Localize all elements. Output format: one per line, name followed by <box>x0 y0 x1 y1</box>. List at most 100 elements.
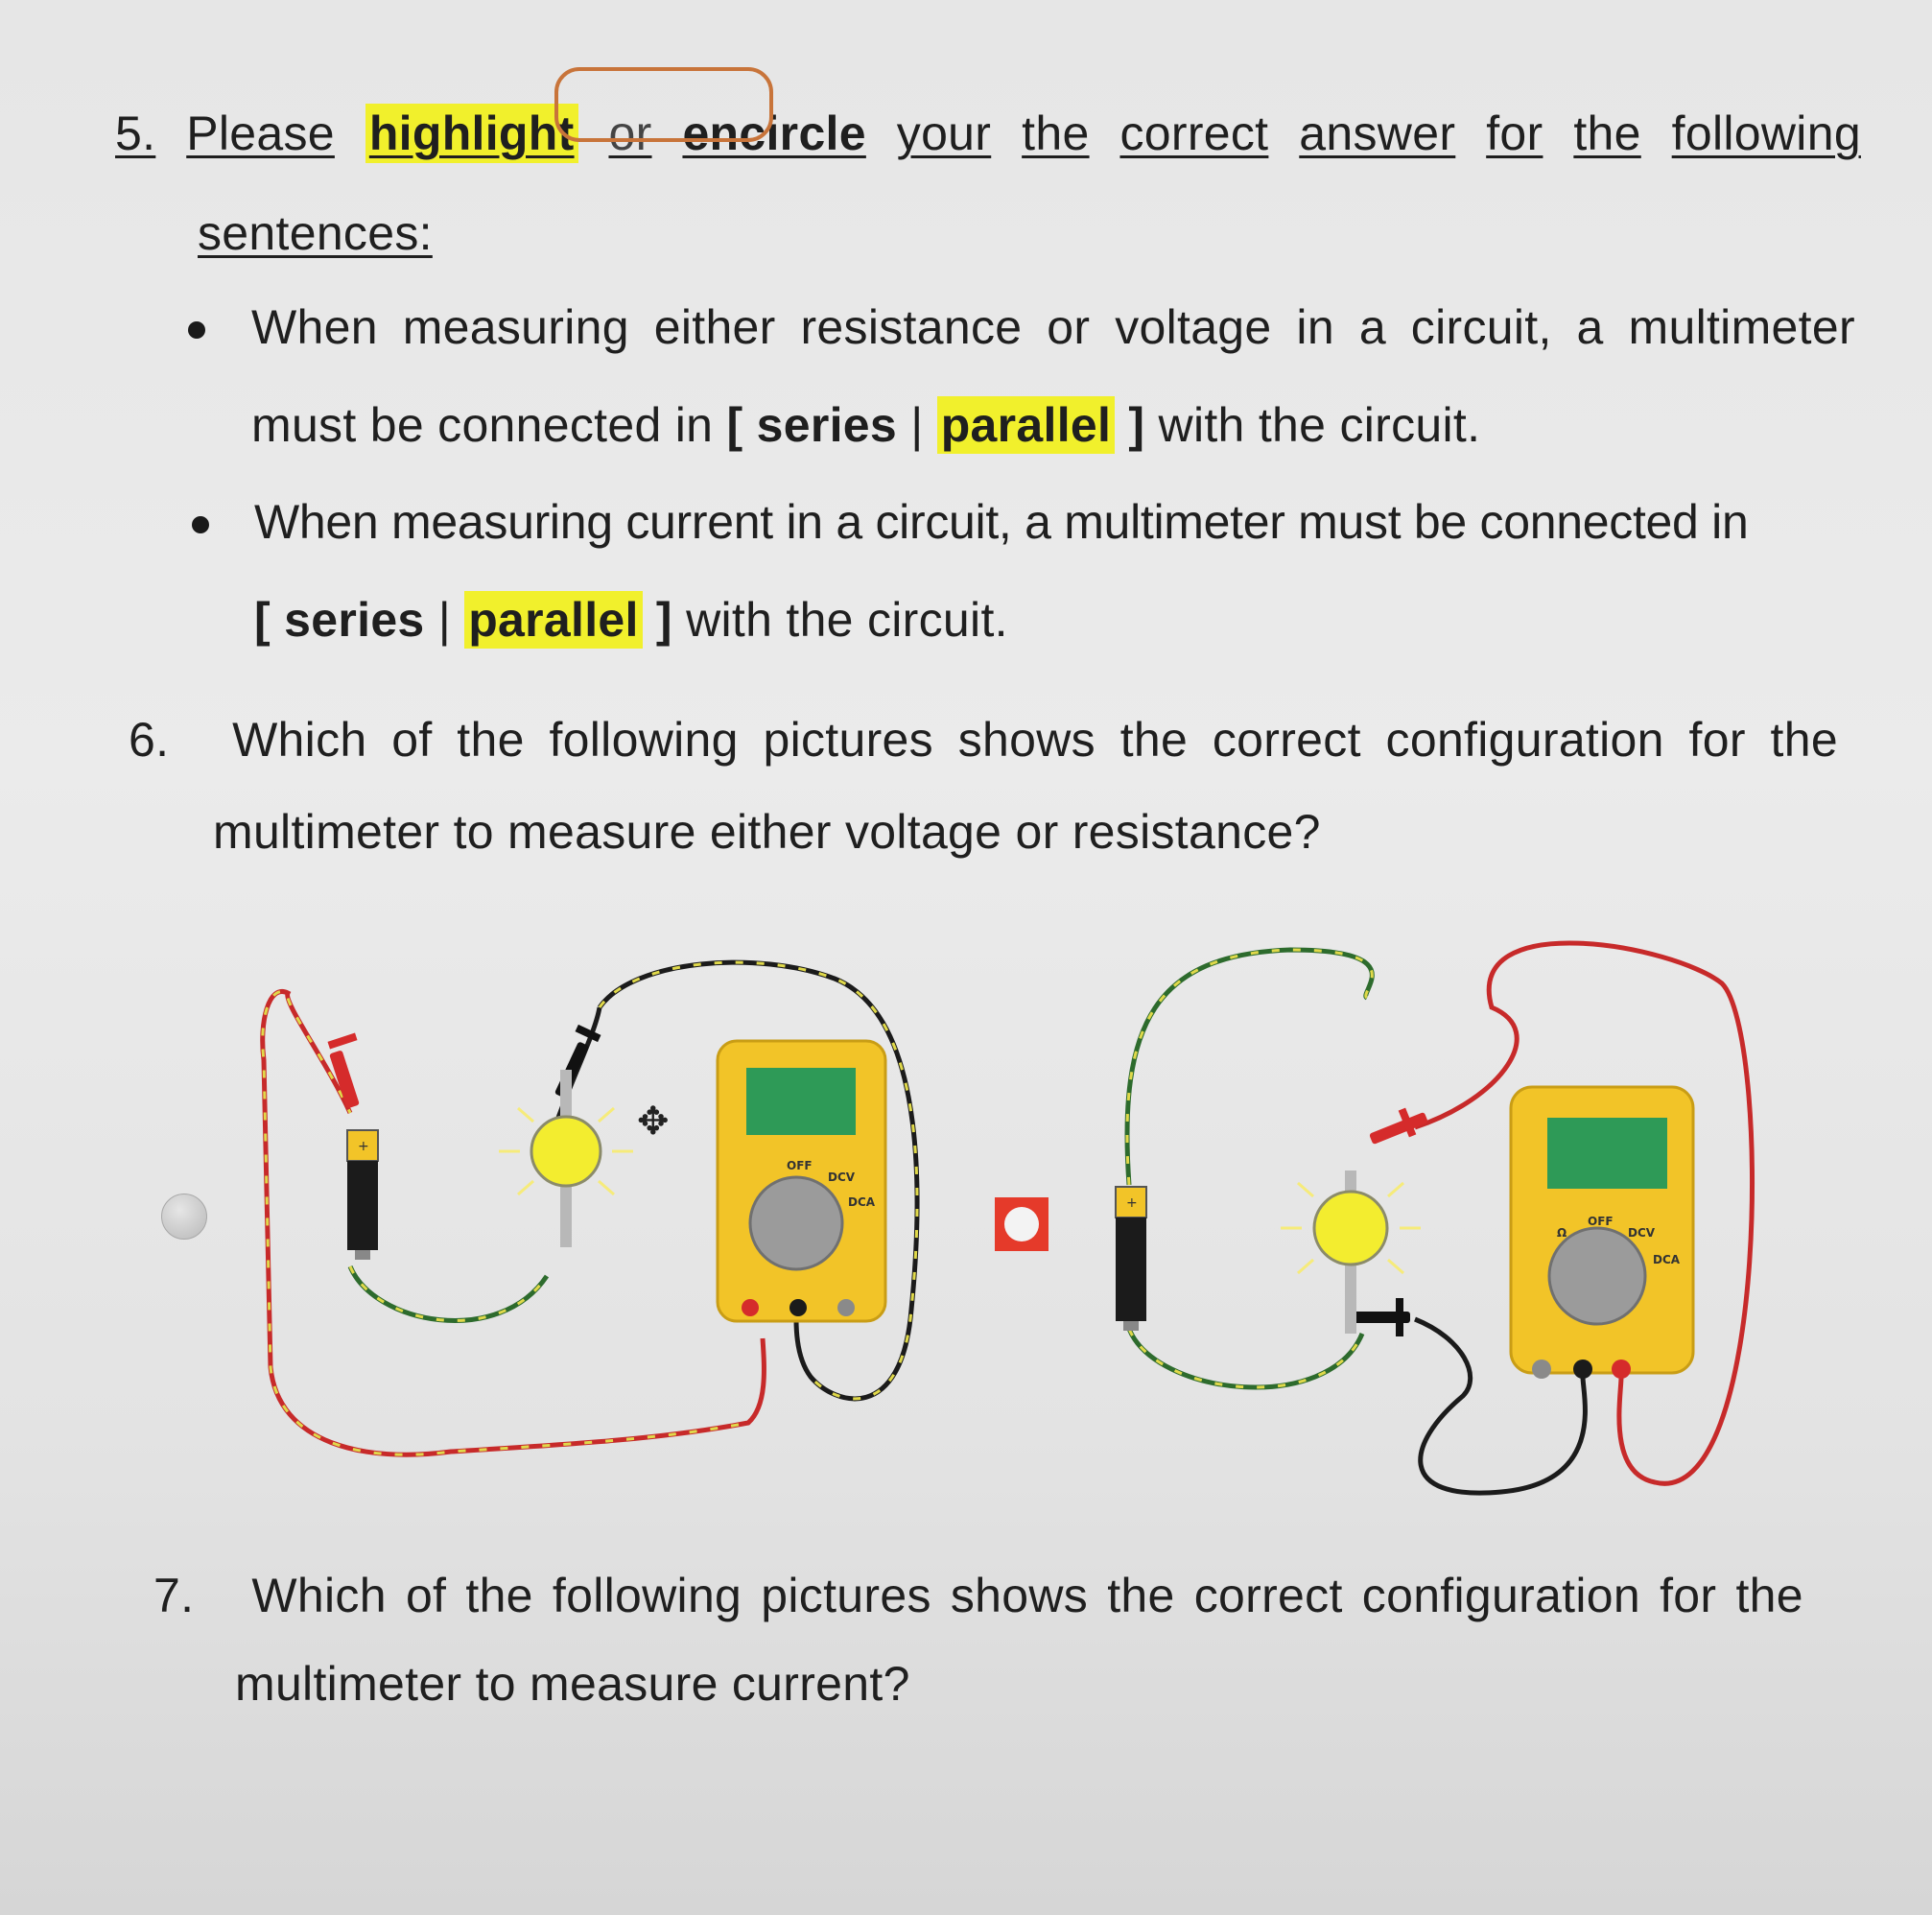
q5-line2: sentences: <box>198 206 433 260</box>
q5-number: 5. <box>115 106 156 160</box>
word: or <box>1047 300 1091 354</box>
word: the <box>1107 1569 1175 1622</box>
move-cursor-icon: ✥ <box>637 1100 670 1143</box>
green-loop-wire <box>1124 947 1375 1390</box>
q6-line1: 6. Which of the following pictures shows… <box>129 712 1838 768</box>
light-bulb-icon <box>499 1070 633 1247</box>
bracket-open: [ <box>254 593 285 647</box>
word: for <box>1660 1569 1717 1622</box>
q7-line1: 7. Which of the following pictures shows… <box>153 1568 1803 1623</box>
dial-label-off: OFF <box>1588 1215 1614 1228</box>
q5-word-highlight: highlight <box>365 104 578 163</box>
q5-word: following <box>1671 106 1861 160</box>
bracket-close: ] <box>642 593 672 647</box>
multimeter-icon: OFF DCV DCA Ω <box>1509 1085 1695 1379</box>
q5-word: the <box>1022 106 1090 160</box>
circuit-diagram-option-b: + OFF DCV DCA Ω <box>1115 940 1755 1496</box>
bracket-close: ] <box>1115 398 1145 452</box>
sentence-text: must be connected in <box>251 398 727 452</box>
word: shows <box>950 1569 1089 1622</box>
dial-label-dca: DCA <box>848 1195 876 1209</box>
option-series[interactable]: series <box>284 593 425 647</box>
hand-drawn-circle-annotation <box>554 67 773 142</box>
black-probe <box>1353 1298 1410 1336</box>
word: the <box>1119 713 1189 767</box>
bracket-open: [ <box>726 398 757 452</box>
black-meter-wire <box>1414 1316 1588 1496</box>
black-jack <box>789 1299 807 1316</box>
word: following <box>549 713 739 767</box>
option-parallel-highlighted[interactable]: parallel <box>936 396 1116 454</box>
q5-bullet2-line1: When measuring current in a circuit, a m… <box>254 495 1749 549</box>
word: of <box>405 1569 447 1622</box>
q5-word: answer <box>1299 106 1456 160</box>
word: correct <box>1212 713 1361 767</box>
dial-label-dcv: DCV <box>1628 1226 1656 1240</box>
q5-bullet1-line1: When measuring either resistance or volt… <box>251 299 1855 355</box>
svg-text:+: + <box>1126 1195 1138 1211</box>
word: the <box>1735 1569 1803 1622</box>
red-jack <box>742 1299 759 1316</box>
option-separator: | <box>897 398 937 452</box>
sentence-text: with the circuit. <box>671 593 1008 647</box>
word: pictures <box>761 1569 931 1622</box>
black-jack <box>1573 1359 1592 1379</box>
word: a <box>1576 300 1604 354</box>
green-wire <box>347 1265 550 1323</box>
word: in <box>1296 300 1334 354</box>
q5-word: correct <box>1119 106 1269 160</box>
red-jack <box>1612 1359 1631 1379</box>
q5-line1: 5. Please highlight or encircle your the… <box>115 104 1861 163</box>
option-a-radio[interactable] <box>161 1194 207 1240</box>
bullet-dot <box>188 321 205 339</box>
word: correct <box>1193 1569 1343 1622</box>
q6-line2: multimeter to measure either voltage or … <box>213 805 1321 859</box>
sentence-text: with the circuit. <box>1144 398 1481 452</box>
word: a <box>1358 300 1386 354</box>
q5-word: or <box>608 106 652 160</box>
option-separator: | <box>424 593 465 647</box>
word: measuring <box>402 300 629 354</box>
q5-word: for <box>1486 106 1543 160</box>
word: for <box>1688 713 1746 767</box>
battery-icon: + <box>1115 1186 1147 1331</box>
q5-bullet2-line2: [ series | parallel ] with the circuit. <box>254 591 1008 649</box>
multimeter-icon: OFF DCV DCA <box>716 1039 887 1323</box>
word: multimeter <box>1628 300 1855 354</box>
word: voltage <box>1115 300 1272 354</box>
radio-inner-dot <box>1004 1207 1039 1241</box>
word: either <box>653 300 776 354</box>
dial-label-dcv: DCV <box>828 1170 856 1184</box>
word: Which <box>232 713 367 767</box>
option-b-radio-selected[interactable] <box>995 1197 1048 1251</box>
red-probe <box>1369 1107 1428 1145</box>
word: configuration <box>1361 1569 1640 1622</box>
q5-bullet1-line2: must be connected in [ series | parallel… <box>251 396 1481 454</box>
word: Which <box>251 1569 387 1622</box>
red-probe <box>327 1032 360 1108</box>
q6-number: 6. <box>129 713 170 767</box>
word: resistance <box>800 300 1023 354</box>
word: shows <box>957 713 1096 767</box>
word: the <box>465 1569 533 1622</box>
q5-word: the <box>1573 106 1641 160</box>
svg-text:+: + <box>358 1139 369 1154</box>
battery-icon: + <box>346 1129 379 1260</box>
word: When <box>251 300 378 354</box>
option-series[interactable]: series <box>756 398 898 452</box>
dial-label-dca: DCA <box>1653 1253 1681 1266</box>
word: of <box>391 713 433 767</box>
light-bulb-icon <box>1281 1170 1421 1334</box>
word: configuration <box>1385 713 1664 767</box>
q7-line2: multimeter to measure current? <box>235 1657 910 1711</box>
grey-jack <box>837 1299 855 1316</box>
word: the <box>1770 713 1838 767</box>
option-parallel-highlighted[interactable]: parallel <box>464 591 643 649</box>
q5-word-encircle: encircle <box>682 106 866 160</box>
q5-word: Please <box>186 106 335 160</box>
word: circuit, <box>1410 300 1552 354</box>
red-wire <box>260 989 766 1457</box>
word: pictures <box>763 713 933 767</box>
q5-word: your <box>896 106 992 160</box>
dial-label-ohm: Ω <box>1557 1226 1567 1240</box>
